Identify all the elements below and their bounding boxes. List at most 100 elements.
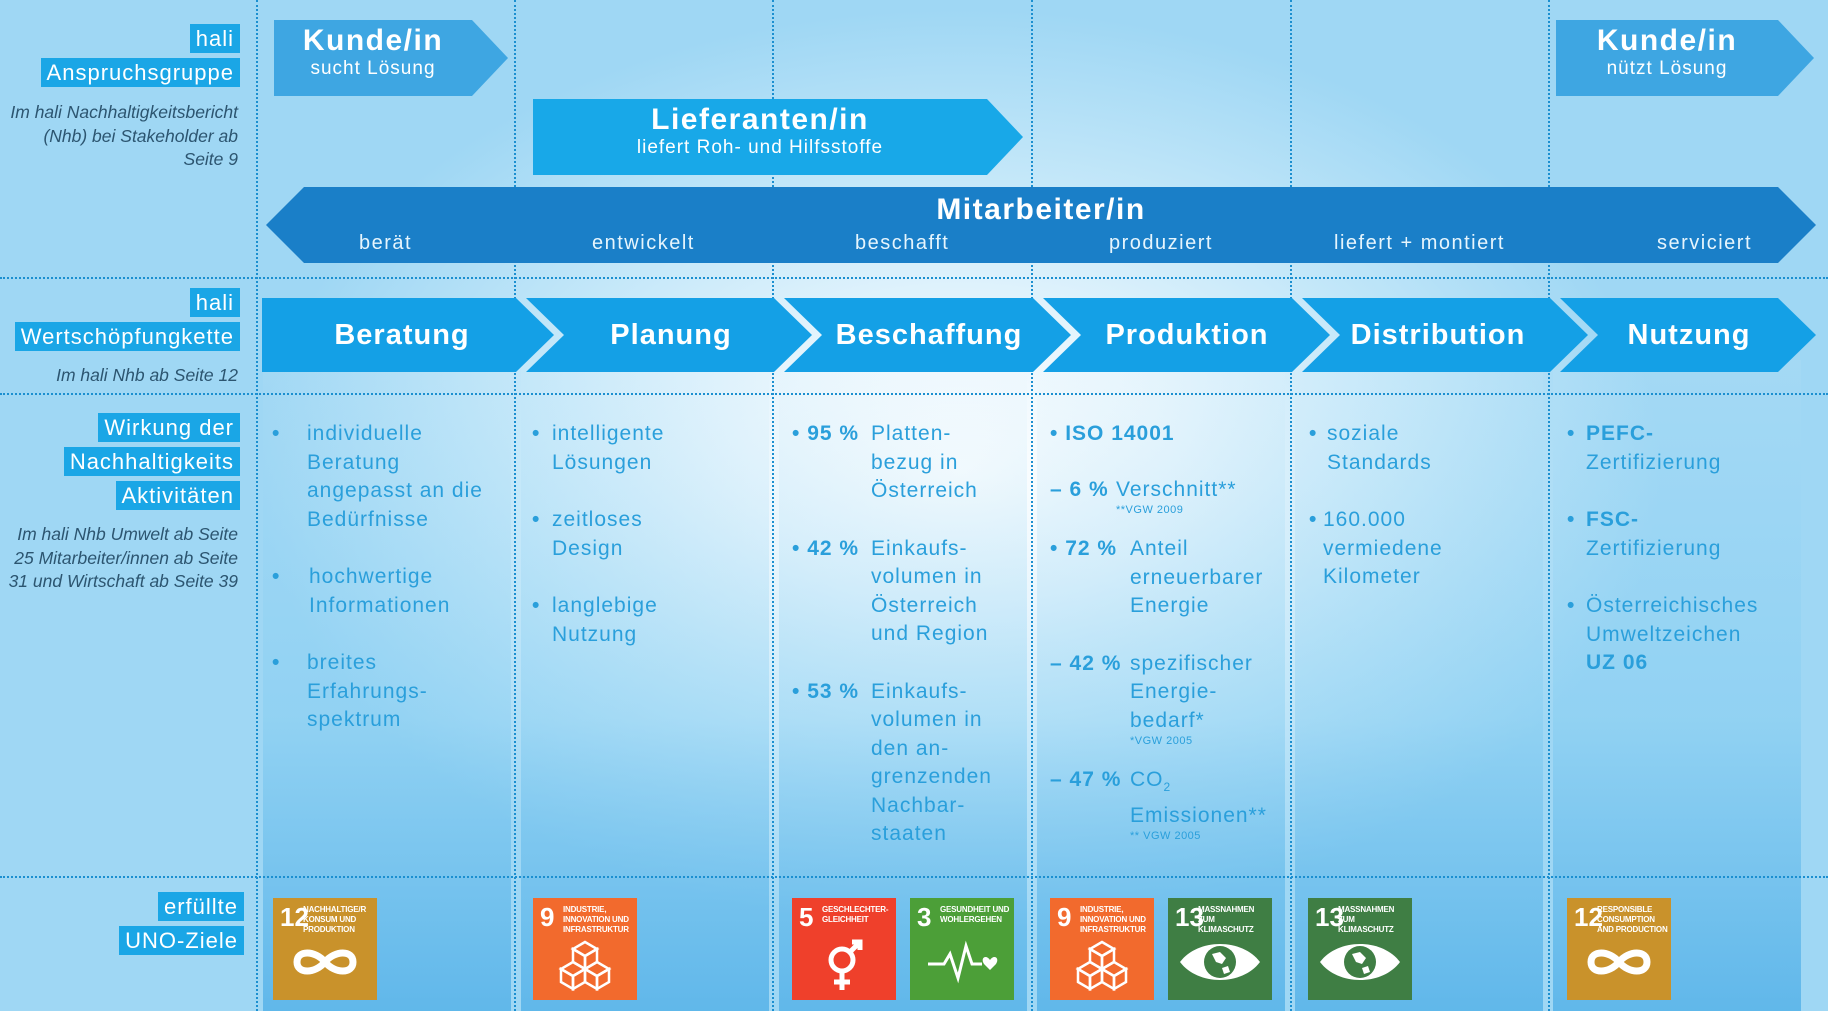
bullet: • [1567, 594, 1576, 617]
impact-col-beschaffung: • 95 % Platten-bezug in Österreich • 42 %… [792, 420, 1022, 878]
customer-right-title: Kunde/in [1596, 24, 1738, 57]
row-tag-sdg-1: erfüllte [157, 892, 244, 921]
impact-value: • 72 % [1050, 537, 1118, 560]
impact-cert: UZ 06 [1586, 651, 1649, 674]
impact-item: Einkaufs-volumen in Österreich und Regio… [871, 536, 989, 646]
row-note-valuechain: Im hali Nhb ab Seite 12 [56, 365, 238, 385]
impact-value: – 47 % [1050, 768, 1122, 791]
heartbeat-icon [928, 940, 998, 984]
impact-item: Verschnitt** [1116, 477, 1237, 501]
customer-left-subtitle: sucht Lösung [310, 58, 436, 79]
employee-verb-1: berät [359, 232, 413, 254]
eye-globe-icon [1180, 944, 1260, 980]
employee-title: Mitarbeiter/in [936, 193, 1146, 226]
row-tag-impact-2: Nachhaltigkeits [63, 447, 240, 476]
impact-col-distribution: •soziale Standards •160.000 vermiedene K… [1309, 420, 1539, 621]
impact-col-produktion: • ISO 14001 – 6 %Verschnitt****VGW 2009 … [1050, 420, 1290, 872]
bullet: • [1309, 508, 1318, 531]
impact-value: • 53 % [792, 679, 860, 703]
impact-item: Zertifizierung [1586, 450, 1722, 474]
row-tag-stakeholder: Anspruchsgruppe [40, 58, 240, 87]
impact-item: hochwertige Informationen [309, 565, 451, 617]
customer-left-box: Kunde/in sucht Lösung [274, 24, 472, 80]
bullet: • [272, 651, 281, 674]
impact-item: zeitloses Design [552, 508, 643, 560]
row-tag-impact-1: Wirkung der [98, 413, 240, 442]
row-tag-valuechain: Wertschöpfungkette [14, 322, 240, 351]
impact-item: intelligente Lösungen [552, 422, 665, 474]
bullet: • [1567, 508, 1576, 531]
impact-col-planung: • intelligente Lösungen • zeitloses Design… [532, 420, 762, 678]
impact-item: soziale Standards [1327, 422, 1432, 474]
customer-left-arrow [274, 20, 508, 96]
grid-vline [1290, 0, 1292, 1011]
customer-right-box: Kunde/in nützt Lösung [1556, 24, 1778, 80]
impact-item: breites Erfahrungs-spektrum [307, 651, 428, 731]
cubes-icon [558, 940, 612, 992]
supplier-title: Lieferanten/in [651, 103, 869, 136]
grid-hline [0, 393, 1828, 395]
bullet: • [532, 508, 541, 531]
impact-col-beratung: •individuelle Beratung angepasst an die … [272, 420, 508, 764]
grid-hline [0, 277, 1828, 279]
employee-verb-3: beschafft [855, 232, 950, 254]
grid-hline [0, 876, 1828, 878]
row-note-impact: Im hali Nhb Umwelt ab Seite 25 Mitarbeit… [8, 524, 238, 591]
employee-verb-5: liefert + montiert [1334, 232, 1505, 254]
infinity-icon [1587, 949, 1651, 975]
impact-item: langlebige Nutzung [552, 594, 658, 646]
grid-vline [1548, 0, 1550, 1011]
row-note-stakeholder: Im hali Nachhaltigkeitsbericht (Nhb) bei… [10, 102, 238, 169]
stage-nutzung: Nutzung [1627, 319, 1751, 351]
row-tag-impact-3: Aktivitäten [115, 481, 240, 510]
stage-produktion: Produktion [1105, 319, 1269, 351]
impact-item: spezifischer Energie-bedarf* [1130, 651, 1253, 732]
impact-item: 160.000 vermiedene Kilometer [1323, 508, 1443, 588]
impact-footnote: ** VGW 2005 [1130, 830, 1201, 843]
grid-vline [772, 0, 774, 1011]
value-chain-chevrons [262, 298, 1816, 372]
supplier-subtitle: liefert Roh- und Hilfsstoffe [636, 137, 884, 158]
impact-item: Platten-bezug in Österreich [871, 422, 978, 502]
supplier-box: Lieferanten/in liefert Roh- und Hilfssto… [533, 103, 987, 159]
employee-verb-4: produziert [1109, 232, 1213, 254]
grid-vline [514, 0, 516, 1011]
stage-distribution: Distribution [1350, 319, 1526, 351]
impact-footnote: *VGW 2005 [1130, 735, 1193, 747]
bullet: • [272, 422, 281, 445]
impact-value: • 95 % [792, 422, 860, 445]
bullet: • [272, 565, 281, 588]
eye-globe-icon [1320, 944, 1400, 980]
stage-planung: Planung [610, 319, 732, 351]
employee-arrow [266, 187, 1816, 263]
cubes-icon [1075, 940, 1129, 992]
impact-value: – 6 % [1050, 477, 1109, 501]
stage-beratung: Beratung [334, 319, 470, 351]
impact-value: • 42 % [792, 536, 860, 560]
supplier-arrow [533, 99, 1023, 175]
bullet: • [1567, 422, 1576, 445]
impact-cert: PEFC- [1586, 422, 1654, 445]
bullet: • [532, 594, 541, 617]
gender-icon [828, 939, 863, 990]
impact-value: – 42 % [1050, 651, 1122, 675]
infinity-icon [293, 949, 357, 975]
impact-item: Einkaufs-volumen in den an-grenzenden Na… [871, 679, 992, 846]
row-tag-sdg-2: UNO-Ziele [119, 926, 244, 955]
bullet: • [1309, 422, 1318, 445]
employee-verb-2: entwickelt [592, 232, 695, 254]
grid-vline [256, 0, 258, 1011]
row-tag-stakeholder-brand: hali [189, 24, 240, 53]
iso-label: • ISO 14001 [1050, 422, 1175, 445]
impact-item: Anteil erneuerbarer Energie [1130, 537, 1264, 617]
customer-right-subtitle: nützt Lösung [1606, 58, 1728, 79]
impact-item: Österreichisches Umweltzeichen [1586, 594, 1759, 646]
impact-footnote: **VGW 2009 [1116, 504, 1184, 516]
